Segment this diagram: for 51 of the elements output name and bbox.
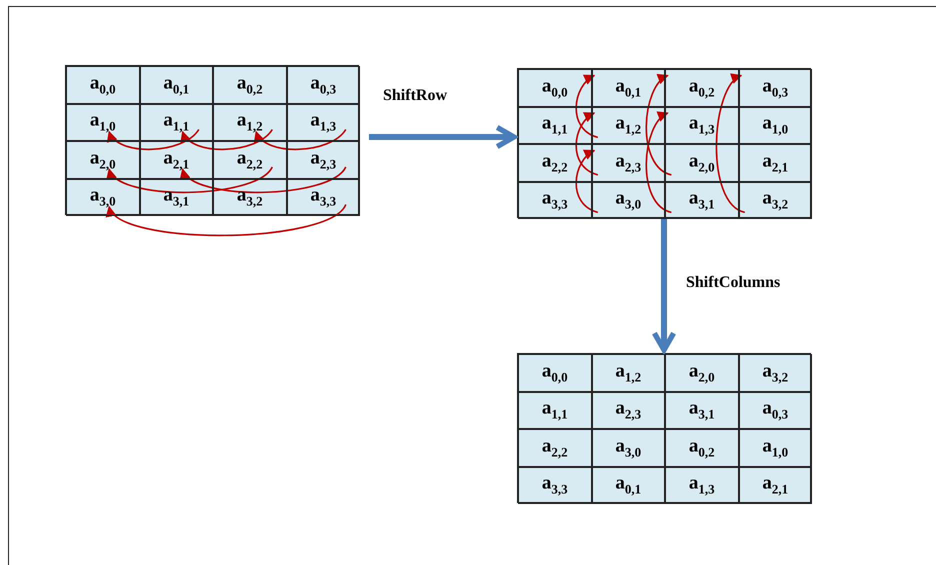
matrix-entry: a$_{0,1}$: [615, 472, 642, 498]
matrix-entry: a$_{3,1}$: [688, 188, 715, 213]
matrix-entry: a$_{1,0}$: [762, 435, 788, 460]
matrix-entry: a$_{1,1}$: [542, 398, 568, 423]
matrix-entry: a$_{2,2}$: [542, 435, 568, 460]
matrix-entry: a$_{0,0}$: [90, 72, 116, 98]
matrix-entry: a$_{2,3}$: [310, 147, 336, 172]
matrix-entry: a$_{1,2}$: [615, 112, 642, 138]
matrix-entry: a$_{3,0}$: [615, 435, 642, 460]
matrix-table: [65, 65, 359, 215]
block-arrow: [652, 218, 676, 353]
matrix-entry: a$_{3,3}$: [542, 188, 568, 213]
matrix-entry: a$_{1,2}$: [236, 110, 263, 135]
matrix-entry: a$_{2,1}$: [762, 472, 788, 498]
matrix-entry: a$_{3,1}$: [688, 398, 715, 423]
matrix-entry: a$_{0,2}$: [688, 435, 715, 460]
matrix-entry: a$_{1,0}$: [762, 112, 788, 138]
matrix-entry: a$_{0,0}$: [542, 360, 568, 386]
matrix-entry: a$_{1,3}$: [310, 110, 336, 135]
matrix-entry: a$_{2,3}$: [615, 150, 642, 176]
matrix-entry: a$_{2,3}$: [615, 398, 642, 423]
matrix-entry: a$_{3,0}$: [615, 188, 642, 213]
matrix-entry: a$_{2,2}$: [542, 150, 568, 176]
matrix-table: [517, 353, 811, 503]
matrix-entry: a$_{2,0}$: [688, 150, 715, 176]
matrix-entry: a$_{0,3}$: [762, 398, 788, 423]
matrix-entry: a$_{1,0}$: [90, 110, 116, 135]
matrix-entry: a$_{2,2}$: [236, 147, 263, 172]
matrix-table: [517, 68, 811, 218]
matrix-entry: a$_{2,1}$: [163, 147, 190, 172]
matrix-entry: a$_{1,1}$: [542, 112, 568, 138]
matrix-entry: a$_{3,3}$: [542, 472, 568, 498]
matrix-entry: a$_{2,0}$: [90, 147, 116, 172]
matrix-entry: a$_{3,3}$: [310, 184, 336, 210]
matrix-entry: a$_{0,3}$: [310, 72, 336, 98]
matrix-entry: a$_{3,0}$: [90, 184, 116, 210]
matrix-entry: a$_{1,3}$: [688, 472, 715, 498]
matrix-entry: a$_{1,3}$: [688, 112, 715, 138]
matrix-entry: a$_{2,1}$: [762, 150, 788, 176]
matrix-entry: a$_{0,2}$: [236, 72, 263, 98]
matrix-entry: a$_{0,2}$: [688, 75, 715, 100]
matrix-entry: a$_{1,2}$: [615, 360, 642, 386]
matrix-entry: a$_{2,0}$: [688, 360, 715, 386]
matrix-entry: a$_{3,2}$: [762, 188, 788, 213]
matrix-entry: a$_{0,3}$: [762, 75, 788, 100]
block-arrow: [369, 124, 517, 150]
matrix-entry: a$_{0,0}$: [542, 75, 568, 100]
matrix-entry: a$_{0,1}$: [163, 72, 190, 98]
matrix-entry: a$_{0,1}$: [615, 75, 642, 100]
matrix-entry: a$_{3,2}$: [762, 360, 788, 386]
matrix-entry: a$_{1,1}$: [163, 110, 190, 135]
